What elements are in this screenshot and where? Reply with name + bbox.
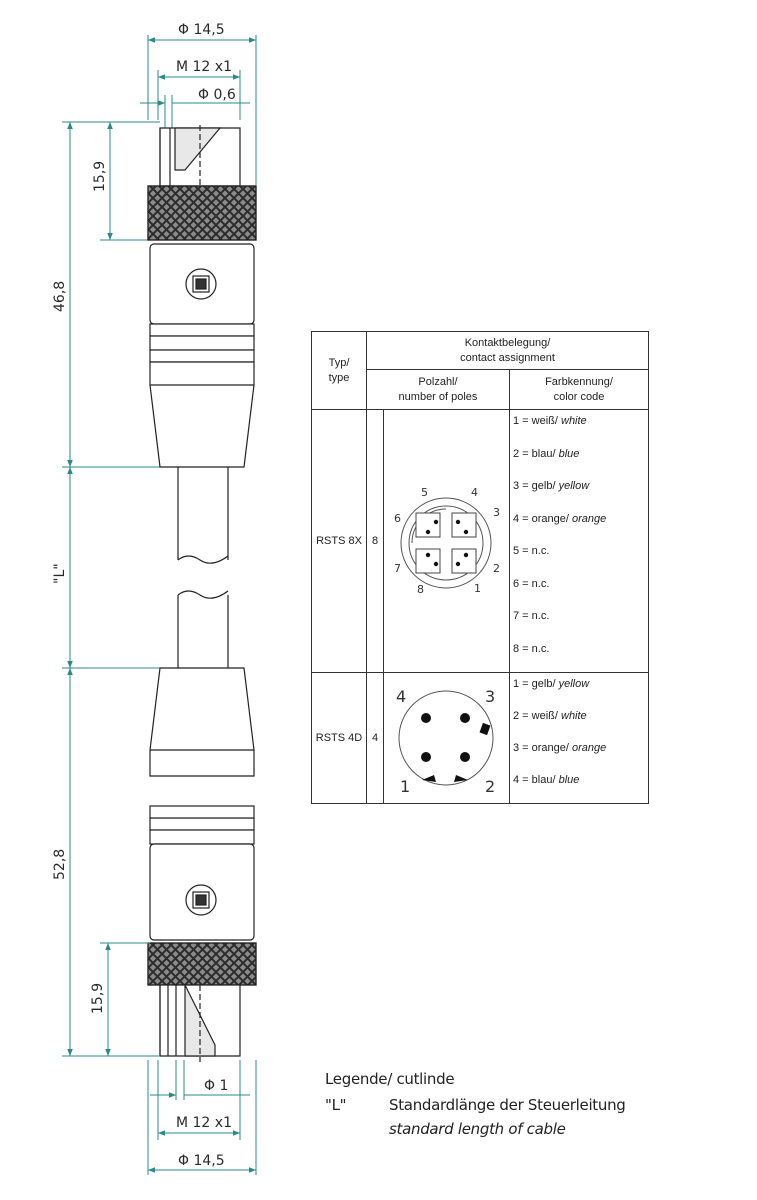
row-poles: 8 [366, 409, 384, 673]
dim-bottom-thread: M 12 x1 [176, 1115, 232, 1131]
pin-label: 6 [394, 512, 401, 525]
row-poles: 4 [366, 672, 384, 804]
pin-label: 1 [474, 582, 481, 595]
legend-text-de: Standardlänge der Steuerleitung [389, 1096, 626, 1114]
header-poles: Polzahl/ number of poles [366, 369, 510, 410]
pin-label: 4 [471, 486, 478, 499]
header-type: Typ/ type [311, 331, 367, 410]
cable-dimension [62, 467, 160, 669]
dim-bottom-diameter: Φ 14,5 [178, 1153, 225, 1169]
legend-text-en: standard length of cable [389, 1120, 566, 1138]
pin-label: 4 [396, 687, 406, 706]
color-code-list-4d: 1 = gelb/ yellow 2 = weiß/ white 3 = ora… [508, 672, 650, 804]
color-code-item: 2 = weiß/ white [513, 710, 587, 722]
dim-bottom-small-diameter: Φ 1 [204, 1078, 228, 1094]
color-code-item: 8 = n.c. [513, 642, 550, 655]
color-code-item: 1 = gelb/ yellow [513, 678, 590, 690]
dim-top-diameter: Φ 14,5 [178, 22, 225, 38]
bottom-dimensions [62, 668, 257, 1175]
color-code-item: 6 = n.c. [513, 577, 550, 590]
color-code-item: 4 = blau/ blue [513, 774, 580, 786]
color-code-item: 3 = orange/ orange [513, 742, 607, 754]
legend: Legende/ cutlinde "L" Standardlänge der … [325, 1070, 626, 1138]
color-code-item: 1 = weiß/ white [513, 415, 587, 427]
color-code-item: 5 = n.c. [513, 545, 550, 557]
color-code-item: 2 = blau/ blue [513, 447, 580, 460]
pin-label: 2 [485, 777, 495, 796]
pin-label: 5 [421, 486, 428, 499]
dim-top-small-diameter: Φ 0,6 [198, 87, 236, 103]
pin-label: 1 [400, 777, 410, 796]
pinout-4-pole: 1 2 3 4 [383, 672, 510, 804]
pin-label: 7 [394, 562, 401, 575]
dim-bottom-total-length: 52,8 [52, 849, 68, 880]
pin-label: 3 [485, 687, 495, 706]
dim-top-thread: M 12 x1 [176, 59, 232, 75]
row-type: RSTS 8X [311, 409, 367, 673]
header-color-code: Farbkennung/ color code [508, 369, 650, 410]
header-contact-assignment: Kontaktbelegung/ contact assignment [365, 331, 650, 370]
table-row: RSTS 4D 4 1 2 3 4 1 = gel [311, 672, 650, 804]
color-code-item: 4 = orange/ orange [513, 512, 607, 525]
legend-key: "L" [325, 1096, 347, 1114]
dim-bottom-nut-length: 15,9 [90, 983, 106, 1014]
legend-title: Legende/ cutlinde [325, 1070, 455, 1088]
color-code-item: 7 = n.c. [513, 610, 550, 622]
color-code-item: 3 = gelb/ yellow [513, 480, 590, 492]
table-row: RSTS 8X 8 [311, 409, 650, 673]
dim-cable-length: "L" [52, 563, 68, 584]
pin-label: 2 [493, 562, 500, 575]
top-dimensions [62, 35, 257, 468]
dim-top-total-length: 46,8 [52, 281, 68, 312]
pin-assignment-table: Typ/ type Kontaktbelegung/ contact assig… [311, 331, 650, 804]
color-code-list-8x: 1 = weiß/ white 2 = blau/ blue 3 = gelb/… [508, 409, 650, 673]
pinout-8-pole: 1 2 3 4 5 6 7 8 [383, 409, 510, 673]
pin-label: 3 [493, 506, 500, 519]
cable [177, 467, 229, 668]
dim-top-nut-length: 15,9 [92, 161, 108, 192]
row-type: RSTS 4D [311, 672, 367, 804]
bottom-connector [147, 667, 257, 1062]
pin-label: 8 [417, 583, 424, 596]
top-connector [147, 125, 257, 468]
